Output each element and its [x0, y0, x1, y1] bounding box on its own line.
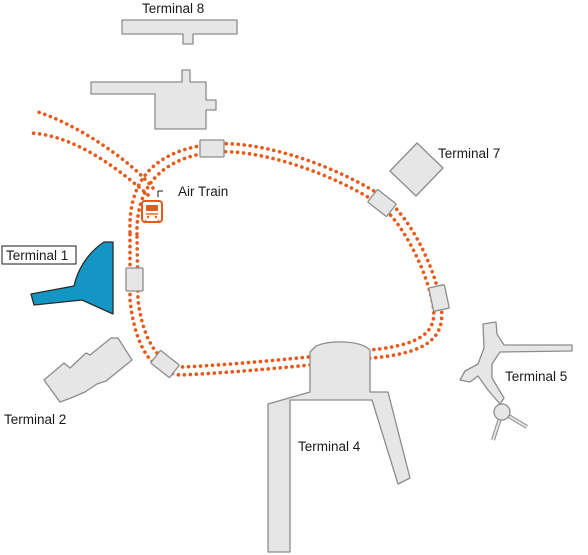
air-train-spur-outer: [28, 131, 150, 197]
station-t7: [367, 189, 397, 217]
terminal-7[interactable]: Terminal 7: [389, 142, 500, 197]
terminal-1[interactable]: Terminal 1: [1, 241, 114, 315]
terminal-4-label: Terminal 4: [298, 439, 361, 454]
terminal-1-label-box: [1, 245, 77, 265]
terminal-8-label: Terminal 8: [142, 1, 204, 16]
terminal-7-building: [389, 142, 444, 197]
terminal-5-label: Terminal 5: [505, 369, 567, 384]
terminal-4-building: [267, 341, 411, 553]
terminal-8-building: [90, 69, 217, 130]
terminal-2-label: Terminal 2: [4, 412, 66, 427]
terminal-4[interactable]: Terminal 4: [267, 341, 411, 553]
terminal-1-label: Terminal 1: [6, 248, 68, 263]
station-top: [199, 139, 225, 158]
station-t1: [125, 267, 144, 292]
terminal-5[interactable]: Terminal 5: [459, 321, 573, 441]
terminal-2[interactable]: Terminal 2: [4, 337, 133, 427]
air-train-stations: [125, 139, 450, 378]
station-t5: [428, 284, 450, 312]
air-train-loop-outer: [128, 141, 444, 377]
air-train-spur-inner: [36, 110, 155, 190]
terminal-1-building: [30, 241, 114, 315]
air-train-marker[interactable]: Air Train: [141, 184, 228, 224]
station-t2: [150, 350, 180, 378]
terminal-8-concourse: [121, 19, 238, 45]
terminal-8[interactable]: Terminal 8: [90, 1, 238, 130]
terminal-5-satellite: [491, 403, 529, 441]
train-icon: [141, 200, 163, 224]
air-train-label: Air Train: [178, 184, 228, 199]
terminal-2-building: [43, 337, 133, 403]
terminal-7-label: Terminal 7: [438, 146, 500, 161]
air-train-tracks: [28, 110, 444, 377]
terminal-5-building: [459, 321, 573, 405]
